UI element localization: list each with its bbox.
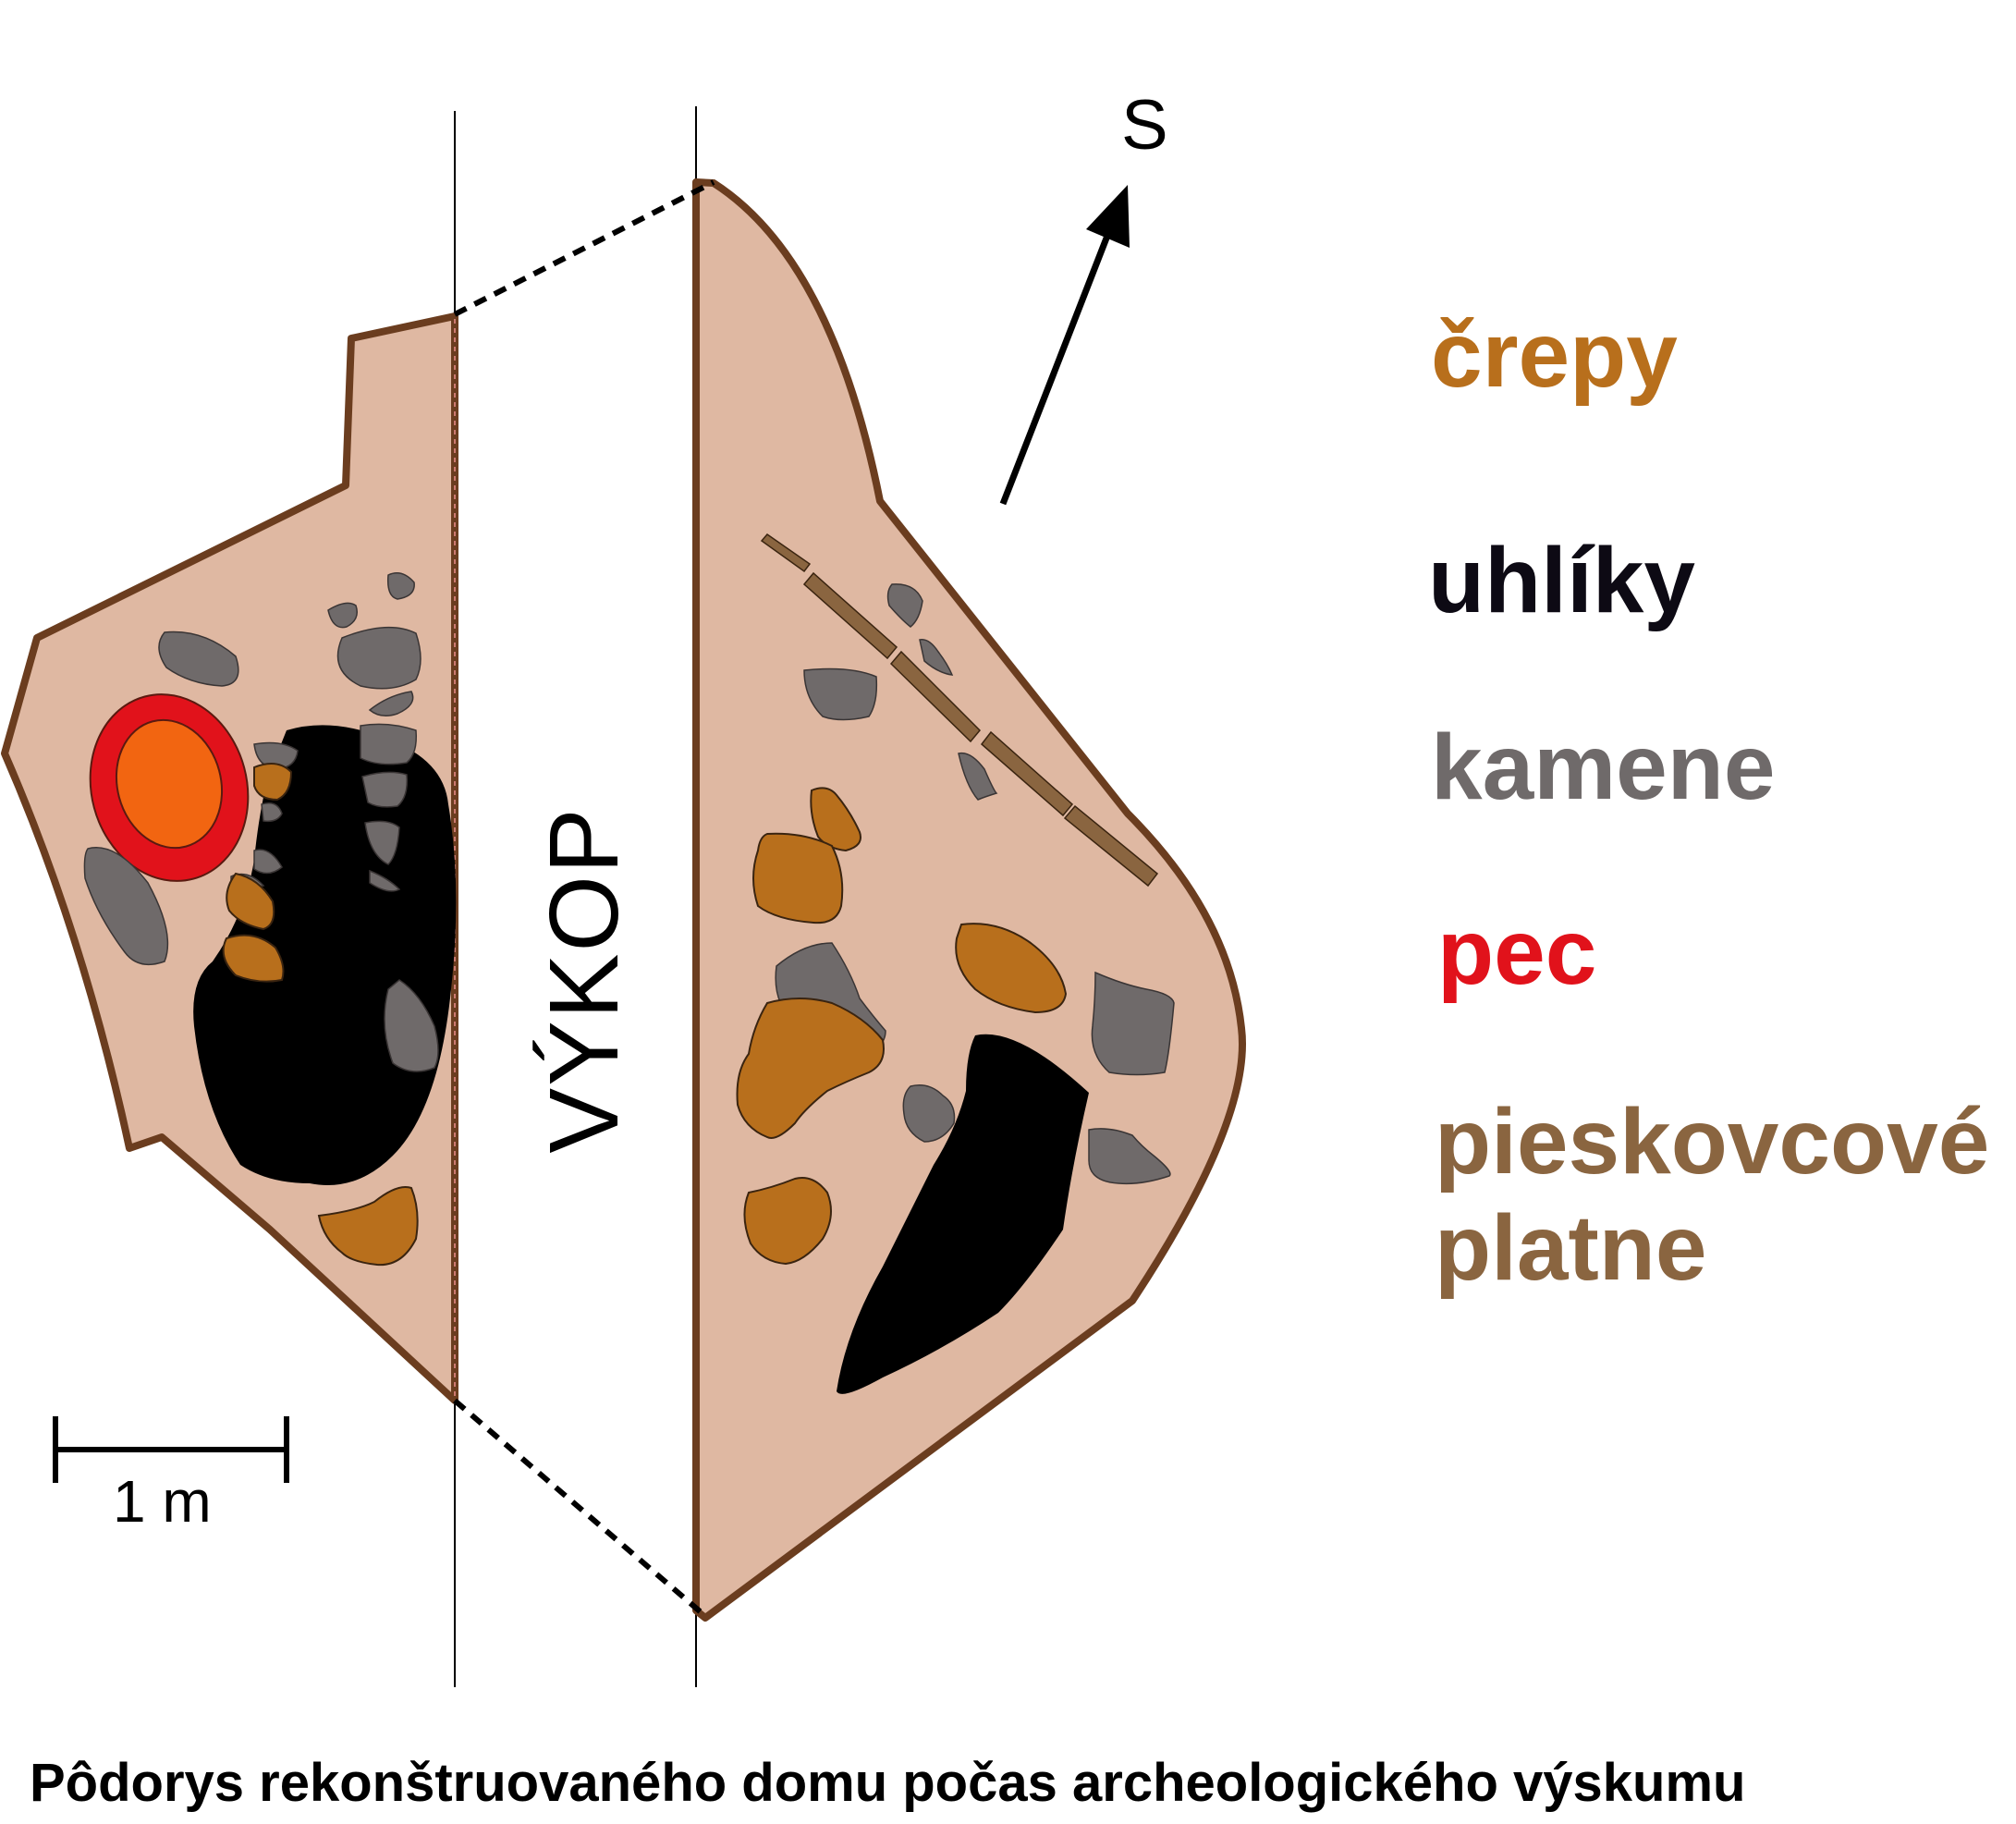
- stone: [364, 820, 400, 865]
- stone: [253, 849, 283, 875]
- stone: [83, 847, 169, 966]
- trench-label: VÝKOP: [530, 806, 639, 1154]
- sherd: [226, 872, 275, 931]
- sherd: [222, 934, 285, 983]
- stone: [360, 723, 418, 765]
- sandstone-slab: [980, 730, 1074, 817]
- north-arrow: [999, 185, 1130, 506]
- reconstructed-wall-bottom: [453, 1398, 707, 1619]
- stone: [902, 1084, 956, 1143]
- sandstone-slab: [760, 533, 812, 573]
- stone: [253, 741, 299, 770]
- scale-label: 1 m: [113, 1468, 212, 1535]
- sherd: [752, 832, 844, 924]
- sherd: [317, 1186, 419, 1267]
- sherd: [743, 1177, 832, 1266]
- sandstone-slab: [802, 571, 898, 660]
- scale-bar: [53, 1416, 289, 1483]
- reconstructed-wall-top: [453, 179, 715, 317]
- stone: [336, 626, 422, 690]
- sherd: [810, 787, 861, 852]
- legend-oven: pec: [1437, 900, 1597, 1004]
- oven-core: [115, 718, 224, 850]
- stone: [386, 572, 415, 600]
- sherd: [736, 998, 885, 1139]
- stone: [803, 667, 878, 721]
- legend-charcoal: uhlíky: [1428, 529, 1695, 632]
- sandstone-slab: [889, 650, 982, 743]
- floor-right: [692, 178, 1246, 1622]
- sherd: [955, 923, 1068, 1014]
- north-label: S: [1121, 86, 1168, 165]
- stone: [158, 630, 239, 687]
- stone: [368, 691, 414, 716]
- stone: [261, 802, 283, 823]
- legend-sandstone-slabs-line2: platne: [1435, 1196, 1707, 1300]
- charcoal-right: [837, 1034, 1089, 1394]
- stone: [361, 771, 409, 808]
- legend-sherds: črepy: [1431, 303, 1678, 407]
- legend-stones: kamene: [1431, 716, 1776, 819]
- stone: [327, 602, 358, 629]
- stone: [369, 869, 401, 892]
- sandstone-slab: [1063, 804, 1159, 888]
- figure-caption: Pôdorys rekonštruovaného domu počas arch…: [30, 1753, 1746, 1813]
- sherd: [253, 763, 293, 802]
- stone: [384, 979, 439, 1072]
- stone: [1088, 1128, 1171, 1185]
- stone: [958, 752, 998, 801]
- stone: [919, 639, 954, 676]
- stone: [886, 583, 923, 628]
- legend-sandstone-slabs-line1: pieskovcové: [1435, 1090, 1990, 1194]
- stone: [1091, 971, 1175, 1076]
